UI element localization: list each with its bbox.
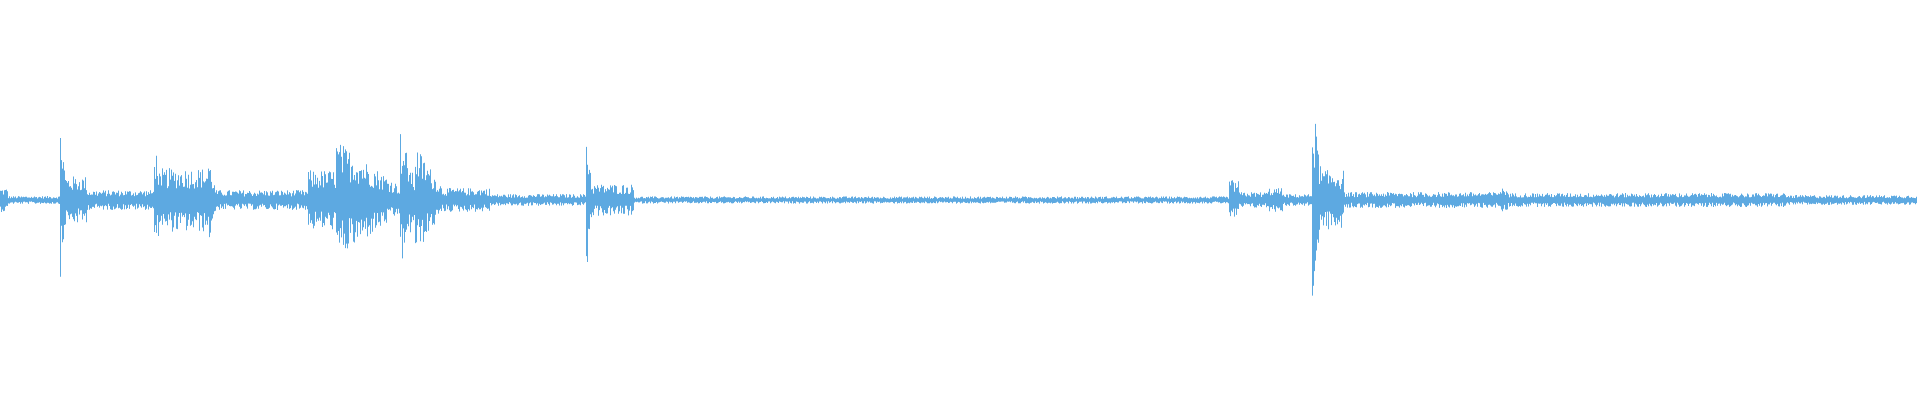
waveform-trace bbox=[0, 123, 1917, 296]
waveform-path bbox=[0, 123, 1917, 296]
